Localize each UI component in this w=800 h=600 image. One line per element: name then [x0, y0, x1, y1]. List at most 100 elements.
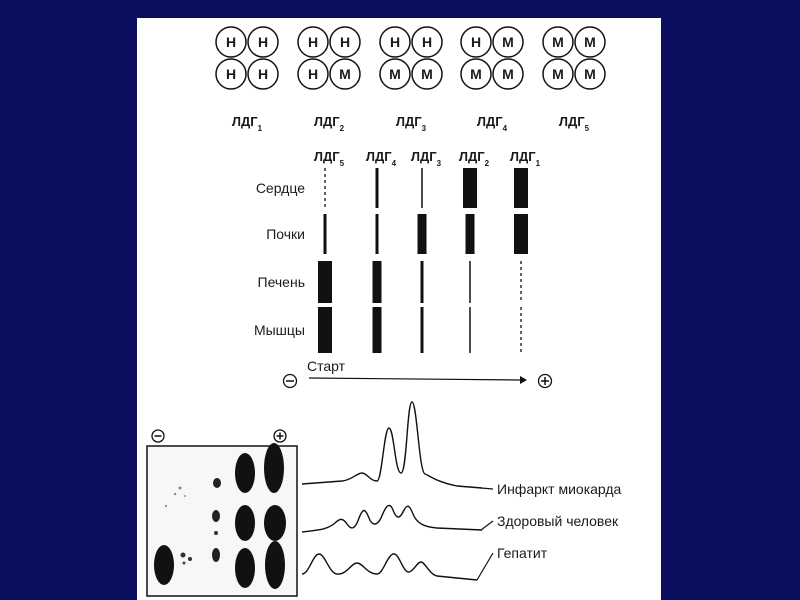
gel-spot — [235, 548, 255, 588]
gel-plus-icon — [273, 429, 287, 443]
tissue-row: Сердце — [256, 168, 528, 208]
lane-header-ldh2-subscript: 2 — [485, 159, 490, 168]
band-thick — [514, 168, 528, 208]
isoenzyme-label-subscript: 5 — [585, 124, 590, 133]
subunit-letter: H — [308, 34, 318, 50]
isoenzyme-label-text: ЛДГ — [232, 114, 258, 129]
lane-header-ldh1-text: ЛДГ — [510, 149, 536, 164]
subunit-m: M — [492, 58, 524, 90]
subunit-h: H — [329, 26, 361, 58]
subunit-letter: H — [226, 66, 236, 82]
subunit-letter: H — [340, 34, 350, 50]
subunit-letter: H — [390, 34, 400, 50]
band-medium — [372, 261, 382, 303]
tissue-label: Печень — [258, 274, 306, 290]
subunit-letter: M — [470, 66, 482, 82]
lane-header-ldh5-subscript: 5 — [340, 159, 345, 168]
subunit-letter: M — [552, 34, 564, 50]
anode-plus-icon — [537, 373, 553, 389]
trace-healthy — [301, 504, 483, 533]
gel-speck — [178, 486, 182, 490]
gel-speck — [214, 531, 218, 535]
lane-header-ldh3: ЛДГ3 — [411, 149, 442, 168]
subunit-circle — [297, 58, 329, 90]
subunit-letter: M — [552, 66, 564, 82]
leader-line — [476, 552, 494, 581]
subunit-circle — [329, 58, 361, 90]
subunit-letter: H — [226, 34, 236, 50]
isoenzyme-label-subscript: 3 — [422, 124, 427, 133]
densitometry-traces: Инфаркт миокарда Здоровый человек Гепати… — [301, 401, 622, 581]
isoenzyme-label: ЛДГ2 — [314, 114, 345, 133]
subunit-letter: M — [584, 34, 596, 50]
subunit-h: H — [215, 26, 247, 58]
gel-spot — [264, 443, 284, 493]
subunit-circle — [329, 26, 361, 58]
isoenzyme-label: ЛДГ3 — [396, 114, 427, 133]
band-thin — [420, 261, 424, 303]
tissue-label: Почки — [266, 226, 305, 242]
subunit-m: M — [329, 58, 361, 90]
subunit-letter: M — [339, 66, 351, 82]
band-thin — [420, 307, 424, 353]
lane-header-ldh2-text: ЛДГ — [459, 149, 485, 164]
subunit-circle — [215, 58, 247, 90]
isoenzyme-label: ЛДГ5 — [559, 114, 590, 133]
trace-myocardial-infarction — [301, 401, 483, 489]
subunit-circle — [542, 26, 574, 58]
band-thick — [318, 307, 332, 353]
isoenzyme-label: ЛДГ1 — [232, 114, 263, 133]
subunit-m: M — [492, 26, 524, 58]
isoenzyme-label-subscript: 1 — [258, 124, 263, 133]
subunit-letter: H — [258, 34, 268, 50]
subunit-letter: M — [389, 66, 401, 82]
gel-spot — [212, 510, 220, 522]
tissue-row: Печень — [258, 261, 522, 303]
tissue-row: Мышцы — [254, 307, 522, 353]
subunit-circle — [247, 58, 279, 90]
isoenzyme-label-text: ЛДГ — [396, 114, 422, 129]
lane-header-ldh3-subscript: 3 — [437, 159, 442, 168]
electrophoresis-axis: Старт — [282, 358, 553, 389]
lane-header-ldh3-text: ЛДГ — [411, 149, 437, 164]
gel-spot — [212, 548, 220, 562]
isoenzyme-label-subscript: 4 — [503, 124, 508, 133]
subunit-circle — [492, 26, 524, 58]
subunit-m: M — [542, 26, 574, 58]
tissue-label: Сердце — [256, 180, 305, 196]
isoenzyme-label: ЛДГ4 — [477, 114, 508, 133]
subunit-h: H — [247, 58, 279, 90]
subunit-h: H — [379, 26, 411, 58]
lane-header-ldh5: ЛДГ5 — [314, 149, 345, 168]
tissue-label: Мышцы — [254, 322, 305, 338]
subunit-letter: M — [502, 34, 514, 50]
lane-header-ldh4-subscript: 4 — [392, 159, 397, 168]
gel-spot — [265, 541, 285, 589]
band-thick — [318, 261, 332, 303]
isoenzyme-label-text: ЛДГ — [314, 114, 340, 129]
subunit-circle — [411, 26, 443, 58]
isoenzyme-label-text: ЛДГ — [477, 114, 503, 129]
subunit-circle — [574, 26, 606, 58]
gel-spot — [235, 505, 255, 541]
subunit-circle — [460, 26, 492, 58]
direction-arrow-head — [520, 376, 527, 384]
gel-speck — [180, 552, 186, 558]
subunit-m: M — [379, 58, 411, 90]
band-thin — [323, 214, 327, 254]
subunit-m: M — [411, 58, 443, 90]
gel-photo — [146, 429, 298, 597]
gel-spot — [213, 478, 221, 488]
subunit-m: M — [542, 58, 574, 90]
leader-line — [480, 487, 494, 490]
subunit-letter: M — [584, 66, 596, 82]
lane-header-ldh2: ЛДГ2 — [459, 149, 490, 168]
band-hair — [469, 261, 471, 303]
subunit-circle — [379, 58, 411, 90]
gel-speck — [173, 492, 177, 496]
